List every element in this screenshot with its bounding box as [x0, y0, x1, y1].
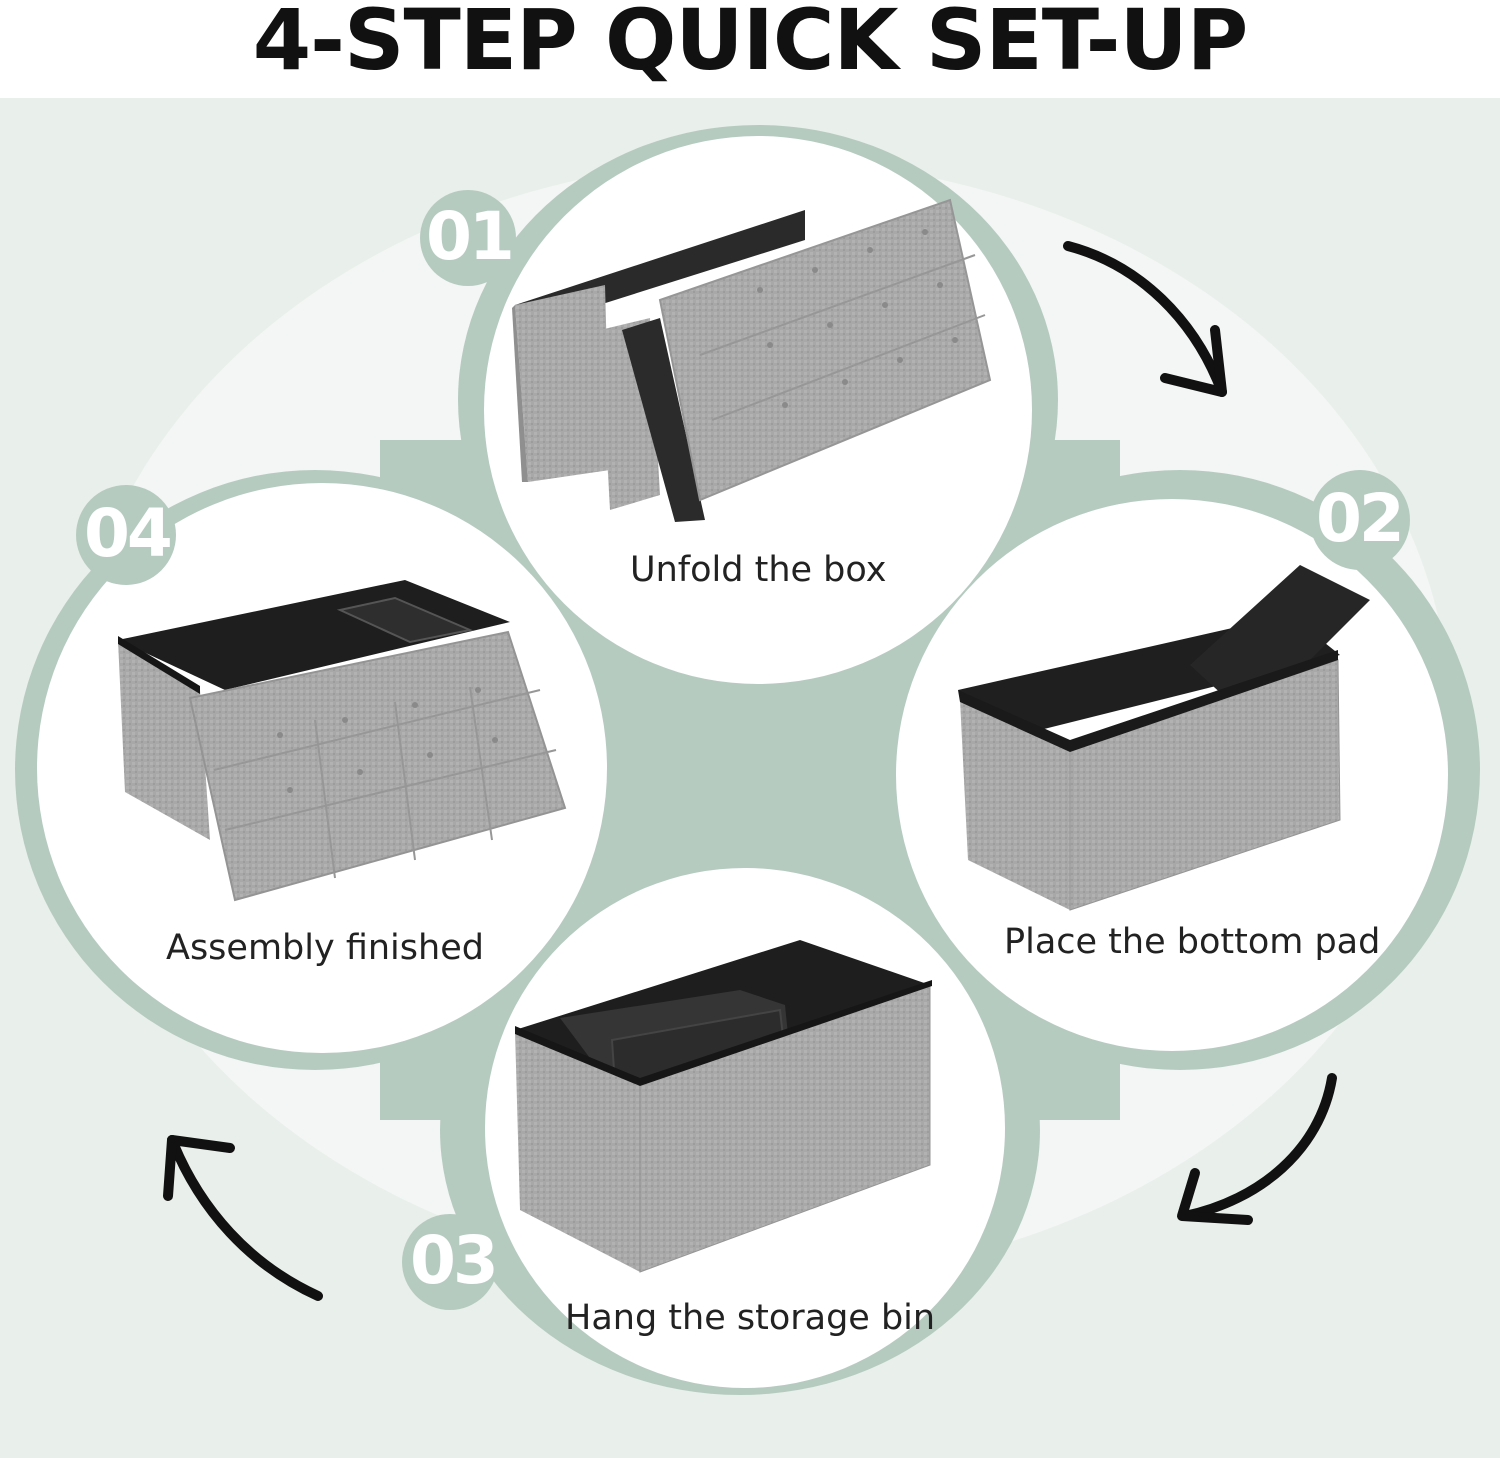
step-03-label: Hang the storage bin [565, 1298, 936, 1338]
step-04-label: Assembly finished [166, 928, 484, 968]
page-title: 4-STEP QUICK SET-UP [252, 0, 1249, 89]
steps-illustration [0, 98, 1500, 1458]
step-02-badge [1310, 470, 1410, 570]
step-02-number: 02 [1316, 480, 1405, 557]
step-03-storage-bin-image [515, 940, 932, 1273]
step-01-badge [420, 190, 516, 286]
step-01-label: Unfold the box [630, 550, 887, 590]
steps-panel [0, 98, 1500, 1458]
arrow-03-to-04 [163, 1135, 323, 1301]
step-04-number: 04 [84, 495, 173, 572]
step-01-unfolded-box-image [512, 198, 992, 522]
step-02-bottom-pad-image [958, 565, 1370, 911]
step-03-number: 03 [410, 1222, 499, 1299]
step-04-badge [76, 485, 176, 585]
step-01-number: 01 [426, 198, 515, 275]
arrow-01-to-02 [1063, 241, 1227, 397]
step-02-label: Place the bottom pad [1004, 922, 1381, 962]
step-03-badge [402, 1214, 498, 1310]
arrow-02-to-03 [1177, 1073, 1337, 1225]
step-04-finished-box-image [118, 580, 567, 902]
